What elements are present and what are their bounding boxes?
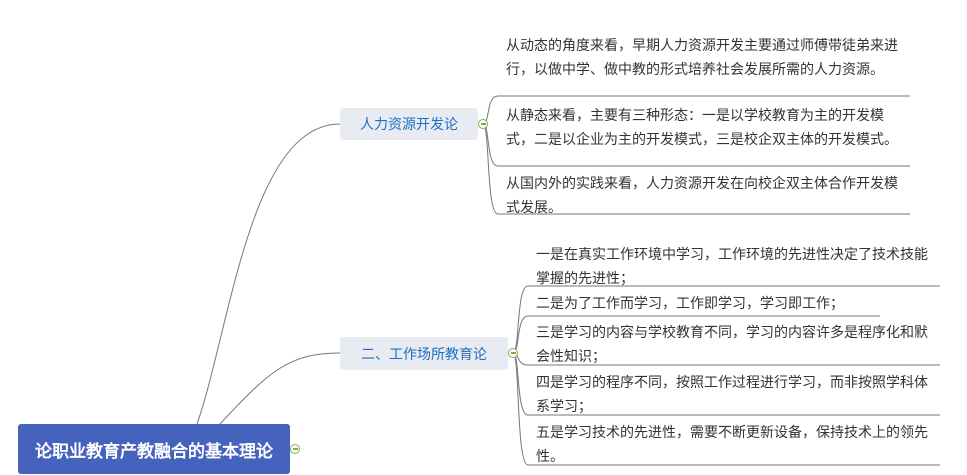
root-topic[interactable]: 论职业教育产教融合的基本理论 [18,424,290,474]
branch-label: 二、工作场所教育论 [361,346,487,363]
root-topic-label: 论职业教育产教融合的基本理论 [35,441,273,462]
collapse-icon[interactable] [290,444,300,454]
leaf-topic[interactable]: 四是学习的程序不同，按照工作过程进行学习，而非按照学科体系学习； [536,375,928,415]
branch-workplace-education[interactable]: 二、工作场所教育论 [340,337,508,370]
leaf-topic[interactable]: 从静态来看，主要有三种形态：一是以学校教育为主的开发模式，二是以企业为主的开发模… [506,108,898,148]
leaf-topic[interactable]: 五是学习技术的先进性，需要不断更新设备，保持技术上的领先性。 [536,425,928,465]
collapse-icon[interactable] [508,348,518,358]
collapse-icon[interactable] [478,119,488,129]
leaf-topic[interactable]: 从国内外的实践来看，人力资源开发在向校企双主体合作开发模式发展。 [506,176,898,216]
leaf-topic[interactable]: 二是为了工作而学习，工作即学习，学习即工作； [536,296,844,312]
leaf-topic[interactable]: 从动态的角度来看，早期人力资源开发主要通过师傅带徒弟来进行，以做中学、做中教的形… [506,38,898,78]
branch-human-resource[interactable]: 人力资源开发论 [340,108,478,140]
leaf-topic[interactable]: 三是学习的内容与学校教育不同，学习的内容许多是程序化和默会性知识； [536,325,928,365]
branch-label: 人力资源开发论 [360,117,458,133]
leaf-topic[interactable]: 一是在真实工作环境中学习，工作环境的先进性决定了技术技能掌握的先进性； [536,247,928,287]
